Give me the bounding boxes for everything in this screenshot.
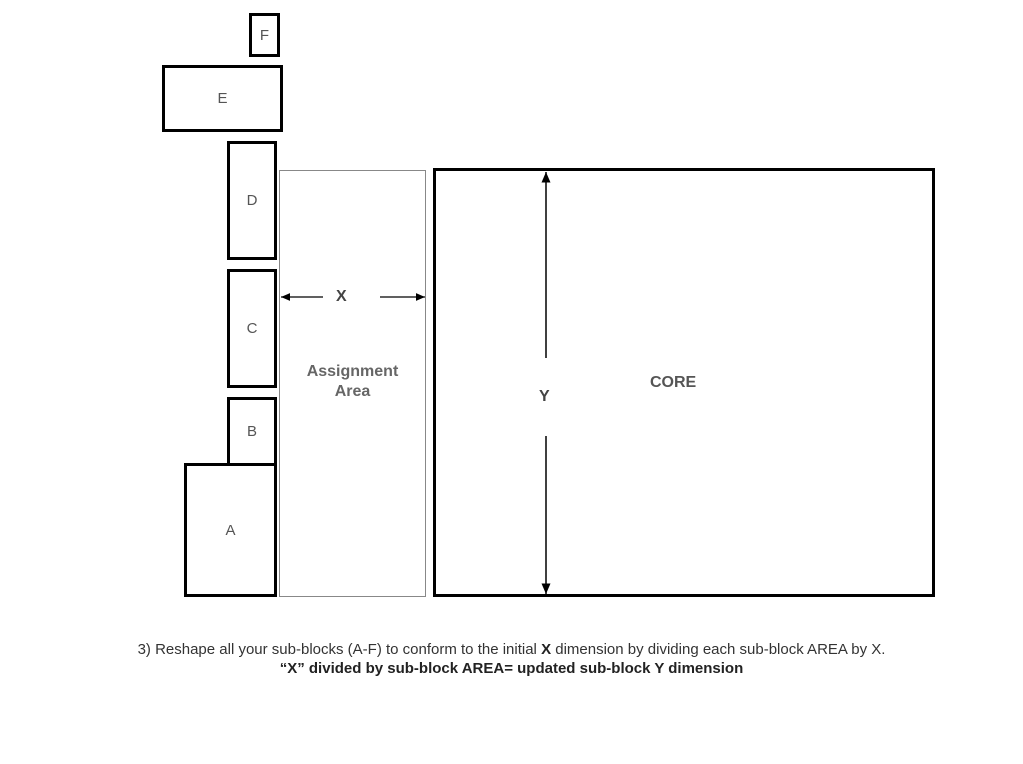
block-b: B <box>227 397 277 466</box>
instruction-text-end: dimension by dividing each sub-block ARE… <box>551 641 886 658</box>
block-c: C <box>227 269 277 388</box>
assignment-area-label: Assignment Area <box>306 363 399 400</box>
instruction-text: 3) Reshape all your sub-blocks (A-F) to … <box>137 641 542 658</box>
y-dimension-label: Y <box>539 388 550 405</box>
block-f: F <box>249 13 280 57</box>
assignment-area <box>279 170 426 597</box>
block-d-label: D <box>246 192 258 209</box>
core-block <box>433 168 935 597</box>
block-a-label: A <box>225 521 236 539</box>
block-c-label: C <box>246 320 258 337</box>
instruction-x-bold: X <box>541 641 552 658</box>
instruction-line-2: “X” divided by sub-block AREA= updated s… <box>0 659 1023 678</box>
instruction-caption: 3) Reshape all your sub-blocks (A-F) to … <box>0 640 1023 678</box>
block-b-label: B <box>246 423 257 440</box>
block-e: E <box>162 65 283 132</box>
x-dimension-label: X <box>336 288 347 305</box>
instruction-line-1: 3) Reshape all your sub-blocks (A-F) to … <box>0 640 1023 659</box>
formula-text: “X” divided by sub-block AREA= updated s… <box>279 660 744 677</box>
block-e-label: E <box>217 90 228 107</box>
core-label: CORE <box>650 374 697 391</box>
block-d: D <box>227 141 277 260</box>
block-a: A <box>184 463 277 597</box>
block-f-label: F <box>259 26 270 44</box>
